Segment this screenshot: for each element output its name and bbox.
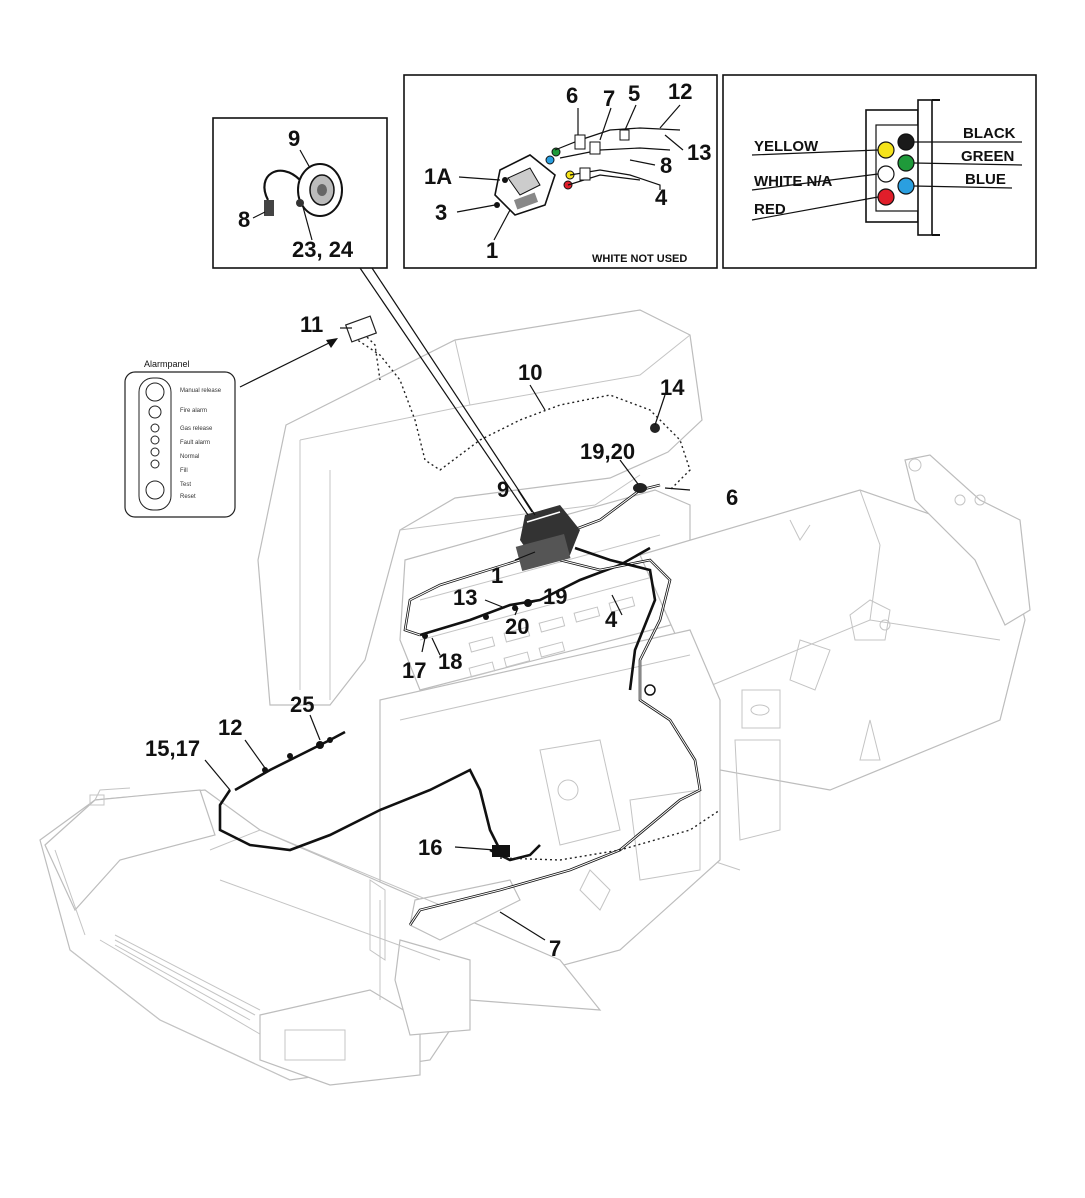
wire-pin-blue — [897, 177, 915, 195]
callout-5-box: 5 — [628, 81, 640, 106]
callout-3: 3 — [435, 200, 447, 225]
wire-label-black: BLACK — [963, 125, 1016, 142]
inset-horn — [212, 117, 388, 269]
control-unit — [515, 533, 571, 572]
callout-18: 18 — [438, 649, 462, 674]
connector-25 — [316, 741, 324, 749]
inset-connector: YELLOW BLACK GREEN WHITE N/A BLUE RED — [722, 74, 1037, 269]
panel-item-label: Normal — [180, 454, 199, 460]
panel-item-label: Manual release — [180, 388, 222, 394]
callout-1-box: 1 — [486, 238, 498, 263]
inset-module-frame — [403, 74, 718, 269]
callout-11: 11 — [300, 312, 323, 337]
inset-module: WHITE NOT USED — [403, 74, 718, 269]
callout-4-main: 4 — [605, 607, 618, 632]
callout-19-20-top: 19,20 — [580, 439, 635, 464]
callout-23-24: 23, 24 — [292, 237, 354, 262]
wire-pin-yellow — [877, 141, 895, 159]
leader-lines — [204, 267, 691, 941]
panel-item-label: Test — [180, 482, 191, 488]
panel-item-label: Fire alarm — [180, 408, 207, 414]
wire-label-yellow: YELLOW — [754, 138, 819, 155]
callout-4-box: 4 — [655, 185, 668, 210]
wire-label-red: RED — [754, 201, 786, 218]
callout-8-box: 8 — [660, 153, 672, 178]
wire-label-white: WHITE N/A — [754, 173, 832, 190]
connector-19-20 — [633, 483, 647, 493]
callout-7-main: 7 — [549, 936, 561, 961]
callout-17: 17 — [402, 658, 426, 683]
callout-7-box: 7 — [603, 86, 615, 111]
wire-pin-green — [897, 154, 915, 172]
wire-pin-red — [877, 188, 895, 206]
panel-item-label: Fill — [180, 468, 188, 474]
callout-numbers: 9 8 23, 24 6 7 5 12 1A 3 1 8 13 4 11 10 … — [145, 79, 738, 961]
callout-25: 25 — [290, 692, 314, 717]
connector-19 — [524, 599, 532, 607]
white-not-used-note: WHITE NOT USED — [592, 253, 687, 265]
callout-13-main: 13 — [453, 585, 477, 610]
callout-9-main: 9 — [497, 477, 509, 502]
callout-14: 14 — [660, 375, 685, 400]
callout-10: 10 — [518, 360, 542, 385]
callout-1a: 1A — [424, 164, 452, 189]
wire-label-green: GREEN — [961, 148, 1014, 165]
sensor-14 — [650, 423, 660, 433]
callout-1-main: 1 — [491, 563, 503, 588]
callout-12-box: 12 — [668, 79, 692, 104]
callout-13-box: 13 — [687, 140, 711, 165]
alarm-panel-title: Alarmpanel — [144, 359, 190, 369]
wire-label-blue: BLUE — [965, 171, 1006, 188]
callout-6-main: 6 — [726, 485, 738, 510]
callout-12-main: 12 — [218, 715, 242, 740]
sensor-16 — [492, 845, 510, 857]
callout-9-horn: 9 — [288, 126, 300, 151]
callout-6-box: 6 — [566, 83, 578, 108]
callout-15-17: 15,17 — [145, 736, 200, 761]
callout-8-horn: 8 — [238, 207, 250, 232]
callout-16: 16 — [418, 835, 442, 860]
panel-item-label: Reset — [180, 494, 196, 500]
components — [262, 315, 660, 857]
callout-20: 20 — [505, 614, 529, 639]
panel-item-label: Fault alarm — [180, 440, 210, 446]
alarm-panel-legend: Alarmpanel Manual release Fire alarm Gas… — [124, 359, 236, 518]
alarm-panel-mount — [344, 315, 378, 343]
wire-pin-black — [897, 133, 915, 151]
wire-pin-white — [877, 165, 895, 183]
callout-19: 19 — [543, 584, 567, 609]
panel-item-label: Gas release — [180, 426, 213, 432]
